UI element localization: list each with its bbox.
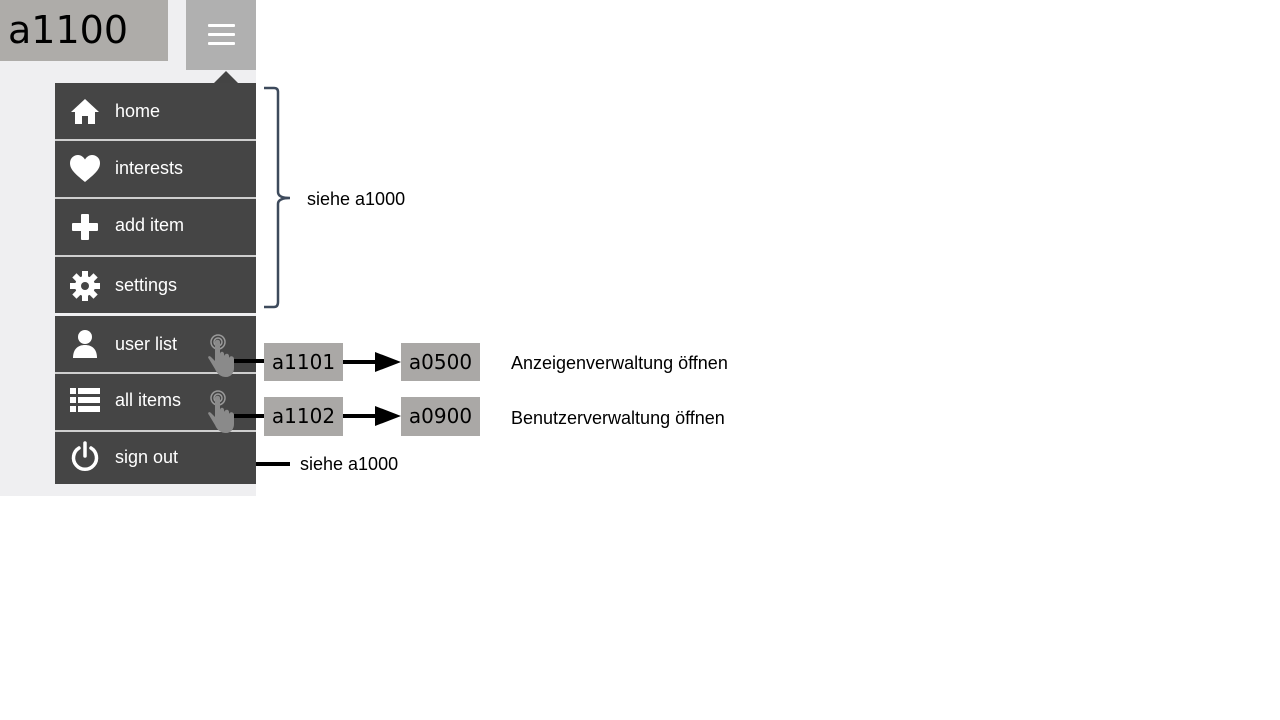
tap-gesture-icon — [208, 334, 234, 377]
sign-out-note: siehe a1000 — [300, 454, 399, 474]
menu-item-settings[interactable]: settings — [55, 257, 256, 313]
flow-source-box: a1102 — [264, 397, 343, 436]
menu-divider — [55, 313, 256, 316]
menu-item-label: home — [115, 101, 161, 121]
flow-target-box: a0500 — [401, 343, 480, 381]
menu-item-label: user list — [115, 334, 178, 354]
menu-divider — [55, 139, 256, 141]
plus-icon — [72, 214, 98, 240]
menu-divider — [55, 372, 256, 374]
tap-gesture-icon — [208, 390, 234, 433]
menu-button[interactable] — [186, 0, 256, 70]
flow-arrow — [343, 352, 401, 372]
menu-divider — [55, 430, 256, 432]
menu-item-interests[interactable]: interests — [55, 141, 256, 197]
user-icon — [73, 330, 97, 358]
menu-caret — [214, 71, 238, 83]
flow-description: Benutzerverwaltung öffnen — [511, 408, 725, 428]
menu-item-add-item[interactable]: add item — [55, 199, 256, 255]
menu-divider — [55, 197, 256, 199]
menu-item-label: add item — [115, 215, 185, 235]
flow-source-box: a1101 — [264, 343, 343, 381]
menu-item-sign-out[interactable]: sign out — [55, 432, 256, 484]
connector-line — [234, 359, 264, 363]
flow-arrow — [343, 406, 401, 426]
menu-divider — [55, 255, 256, 257]
flow-description: Anzeigenverwaltung öffnen — [511, 353, 728, 373]
bracket-brace — [264, 86, 291, 309]
menu-item-user-list[interactable]: user list — [55, 316, 256, 372]
connector-line — [256, 462, 290, 466]
heart-icon — [70, 155, 100, 182]
menu-item-label: sign out — [115, 447, 179, 467]
bracket-note: siehe a1000 — [307, 189, 406, 209]
menu-item-label: all items — [115, 390, 182, 410]
menu-item-home[interactable]: home — [55, 83, 256, 139]
gear-icon — [70, 271, 100, 301]
connector-line — [234, 414, 264, 418]
menu-item-label: settings — [115, 275, 178, 295]
list-icon — [70, 388, 100, 412]
screen-id-label: a1100 — [0, 0, 168, 61]
home-icon — [71, 99, 99, 124]
power-icon — [71, 441, 99, 472]
flow-target-box: a0900 — [401, 397, 480, 436]
menu-item-label: interests — [115, 158, 184, 178]
